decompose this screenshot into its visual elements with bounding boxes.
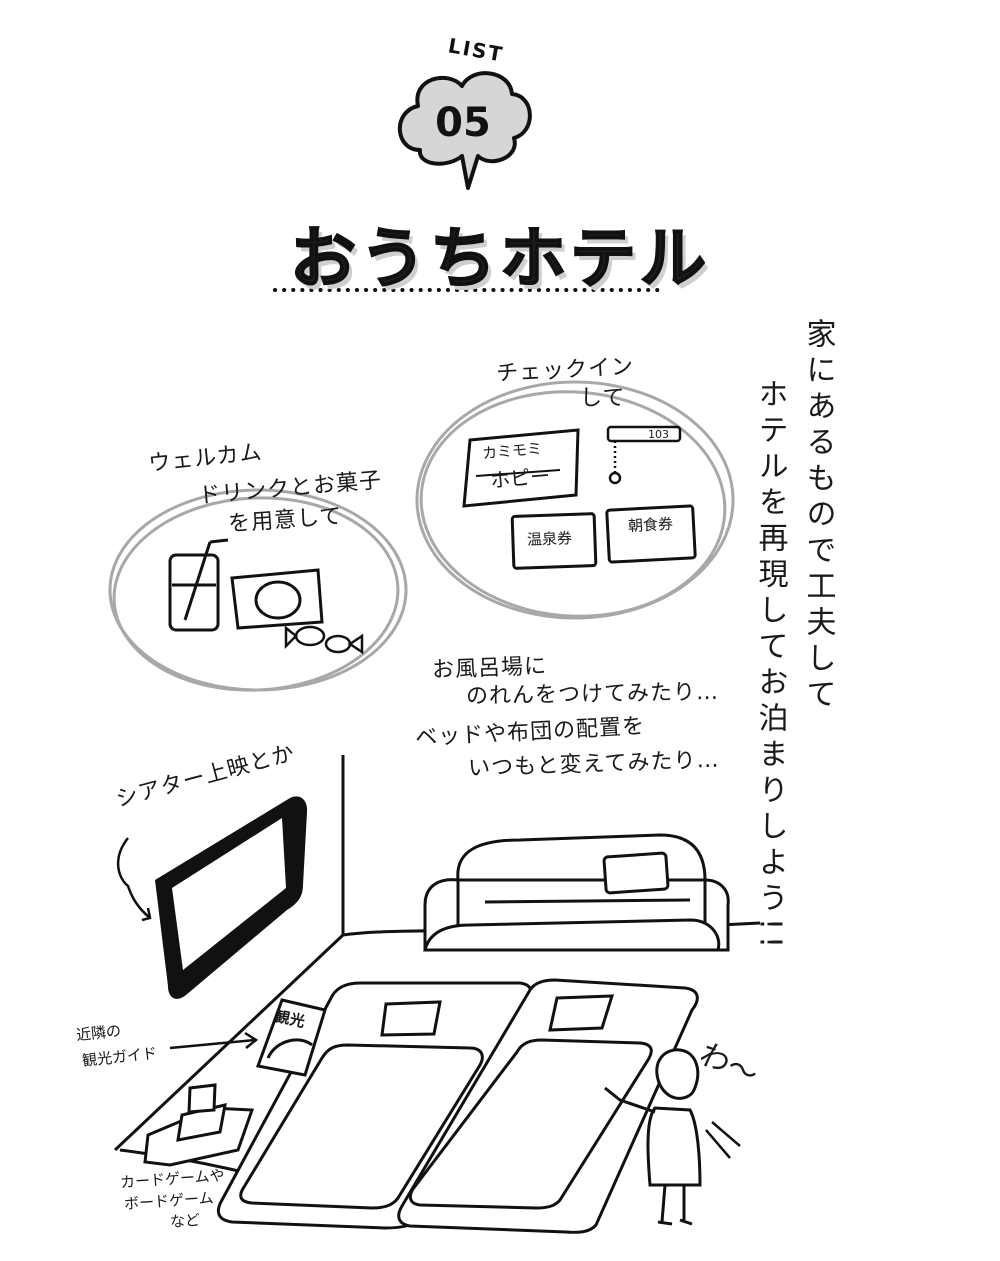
games-note-line-3: など [169, 1210, 201, 1232]
welcome-circle [108, 488, 408, 692]
checkin-heading-line-2: して [580, 386, 626, 411]
page-title: おうちホテル [289, 219, 710, 298]
excited-lines [705, 1121, 741, 1159]
sofa-icon [423, 833, 730, 952]
tv-screen [155, 796, 308, 999]
checkin-form-card [462, 428, 580, 508]
bath-note-line-2: のれんをつけてみたり… [465, 679, 720, 710]
tagline-line-1: 家にあるもので工夫して [800, 318, 836, 714]
board-game-icon [143, 1083, 255, 1167]
futon-right [397, 978, 699, 1234]
guide-book-icon [255, 998, 327, 1077]
breakfast-ticket-label: 朝食券 [627, 514, 674, 536]
tagline-line-2: ホテルを再現してお泊まりしよう!! [752, 378, 788, 955]
theater-arrow [117, 837, 152, 922]
snack-bag-icon [230, 568, 324, 630]
badge-cloud [397, 71, 532, 190]
room-key-number: 103 [648, 428, 669, 441]
checkin-circle [415, 380, 735, 620]
onsen-ticket-label: 温泉券 [526, 529, 573, 549]
breakfast-ticket-card [605, 504, 697, 564]
candy-icon [284, 625, 364, 655]
welcome-drink-icon [168, 538, 229, 632]
checkin-form-value: ホピー [489, 463, 552, 493]
girl-character [604, 1048, 702, 1226]
badge-number: 05 [435, 100, 491, 146]
guide-arrow [169, 1031, 259, 1050]
onsen-ticket-card [510, 512, 598, 570]
room-key-icon [606, 425, 682, 485]
